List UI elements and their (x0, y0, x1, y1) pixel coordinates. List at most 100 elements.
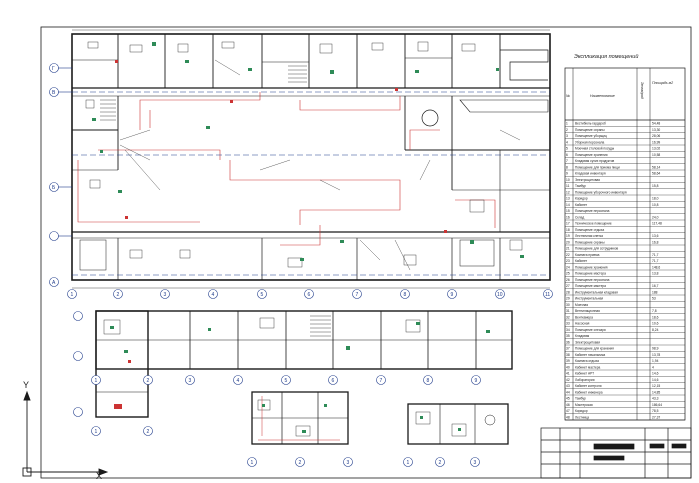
small-plan-right-axes (403, 457, 480, 467)
main-plan-dimension (72, 29, 550, 289)
svg-text:2: 2 (147, 378, 150, 384)
table-cell-number: 13 (566, 197, 570, 201)
svg-text:8: 8 (427, 378, 430, 384)
table-cell-area: 8,24 (652, 328, 659, 332)
table-cell-name: Помещение охраны (575, 128, 605, 132)
axis-label: 9 (451, 292, 454, 298)
table-cell-number: 6 (566, 153, 568, 157)
table-cell-area: 43,3 (652, 397, 659, 401)
table-cell-name: Помещение для сотрудников (575, 247, 619, 251)
axis-bubble (208, 289, 218, 299)
svg-text:7: 7 (380, 378, 383, 384)
table-cell-area: 24,0 (652, 215, 659, 219)
axis-label: 4 (212, 292, 215, 298)
table-cell-name: Помещение уборщиц (575, 134, 607, 138)
main-plan-leaders (119, 59, 521, 271)
table-cell-number: 35 (566, 334, 570, 338)
table-cell-area: 71,7 (652, 259, 659, 263)
table-cell-name: Инструментальная кладовая (575, 290, 618, 294)
table-cell-name: Помещение слесаря (575, 328, 606, 332)
table-cell-number: 17 (566, 222, 570, 226)
table-cell-name: Кабинет начальника (575, 353, 605, 357)
svg-text:1: 1 (95, 429, 98, 435)
main-plan-green-equipment (92, 42, 524, 261)
table-cell-area: 58,64 (652, 172, 660, 176)
table-cell-number: 47 (566, 409, 570, 413)
ucs-icon: Y X (22, 380, 109, 481)
svg-text:Б: Б (52, 185, 56, 191)
main-plan-top-axes (67, 289, 553, 299)
table-cell-area: 13,30 (652, 128, 660, 132)
svg-text:2: 2 (299, 460, 302, 466)
table-cell-number: 42 (566, 378, 570, 382)
table-cell-number: 33 (566, 322, 570, 326)
table-cell-number: 23 (566, 259, 570, 263)
table-cell-number: 16 (566, 215, 570, 219)
table-cell-name: Лестничная клетка (575, 234, 603, 238)
table-cell-name: Помещение уборочного инвентаря (575, 190, 627, 194)
svg-text:2: 2 (147, 429, 150, 435)
table-cell-name: Помещение для приема пищи (575, 165, 620, 169)
svg-text:А: А (52, 280, 56, 286)
table-cell-area: 15,8 (652, 184, 659, 188)
table-cell-number: 26 (566, 278, 570, 282)
table-cell-name: Мастерская (575, 403, 593, 407)
table-cell-area: 7,8 (652, 309, 657, 313)
table-cell-number: 32 (566, 315, 570, 319)
axis-label: 2 (117, 292, 120, 298)
table-cell-name: Венткамера (575, 315, 593, 319)
table-cell-number: 7 (566, 159, 568, 163)
main-plan-top-axis-labels: 1 2 3 4 5 6 7 8 9 10 11 (71, 292, 551, 298)
table-cell-name: Кладовая сухих продуктов (575, 159, 614, 163)
axis-bubble (160, 289, 170, 299)
main-plan-fixtures (85, 41, 523, 268)
table-cell-name: Помещение мастера (575, 272, 606, 276)
table-cell-number: 43 (566, 384, 570, 388)
svg-text:9: 9 (475, 378, 478, 384)
lower-plan-axes (73, 311, 481, 417)
table-cell-area: 12,15 (652, 384, 660, 388)
table-cell-name: Техническое помещение (575, 222, 612, 226)
table-cell-area: 71,7 (652, 253, 659, 257)
axis-label: 10 (497, 292, 503, 298)
svg-text:Г: Г (52, 66, 55, 72)
table-cell-name: Коридор (575, 197, 588, 201)
table-cell-number: 48 (566, 415, 570, 419)
table-cell-area: 14,6 (652, 372, 659, 376)
table-cell-number: 2 (566, 128, 568, 132)
table-cell-name: Электрощитовая (575, 340, 600, 344)
table-cell-name: Лестница (575, 415, 589, 419)
svg-text:X: X (96, 471, 102, 481)
svg-text:Y: Y (23, 380, 29, 390)
lower-floor-plan (95, 310, 513, 418)
title-block (540, 427, 692, 479)
small-plan-middle-axes (247, 457, 353, 467)
lower-plan-red-symbols (114, 360, 131, 409)
table-cell-number: 24 (566, 265, 570, 269)
axis-label: 8 (404, 292, 407, 298)
table-cell-name: Уборная персонала (575, 140, 605, 144)
table-cell-number: 20 (566, 240, 570, 244)
table-cell-number: 28 (566, 290, 570, 294)
table-cell-area: 4 (652, 365, 654, 369)
table-cell-name: Помещение отдыха (575, 228, 604, 232)
table-cell-name: Моечная (575, 303, 588, 307)
table-cell-name: Лаборатория (575, 378, 595, 382)
axis-label: 1 (71, 292, 74, 298)
svg-text:1: 1 (407, 460, 410, 466)
svg-text:4: 4 (237, 378, 240, 384)
table-cell-area: 13,8 (652, 272, 659, 276)
table-cell-name: Тамбур (575, 184, 586, 188)
table-cell-area: 13,02 (652, 147, 660, 151)
table-cell-number: 22 (566, 253, 570, 257)
table-cell-number: 41 (566, 372, 570, 376)
table-cell-name: Комната приема (575, 253, 600, 257)
table-cell-area: 18,0 (652, 197, 659, 201)
table-cell-number: 18 (566, 228, 570, 232)
table-cell-area: 13,78 (652, 353, 660, 357)
table-cell-name: Вестибюль гардероб (575, 122, 606, 126)
table-cell-area: 14,85 (652, 390, 660, 394)
table-cell-number: 31 (566, 309, 570, 313)
table-cell-number: 37 (566, 347, 570, 351)
